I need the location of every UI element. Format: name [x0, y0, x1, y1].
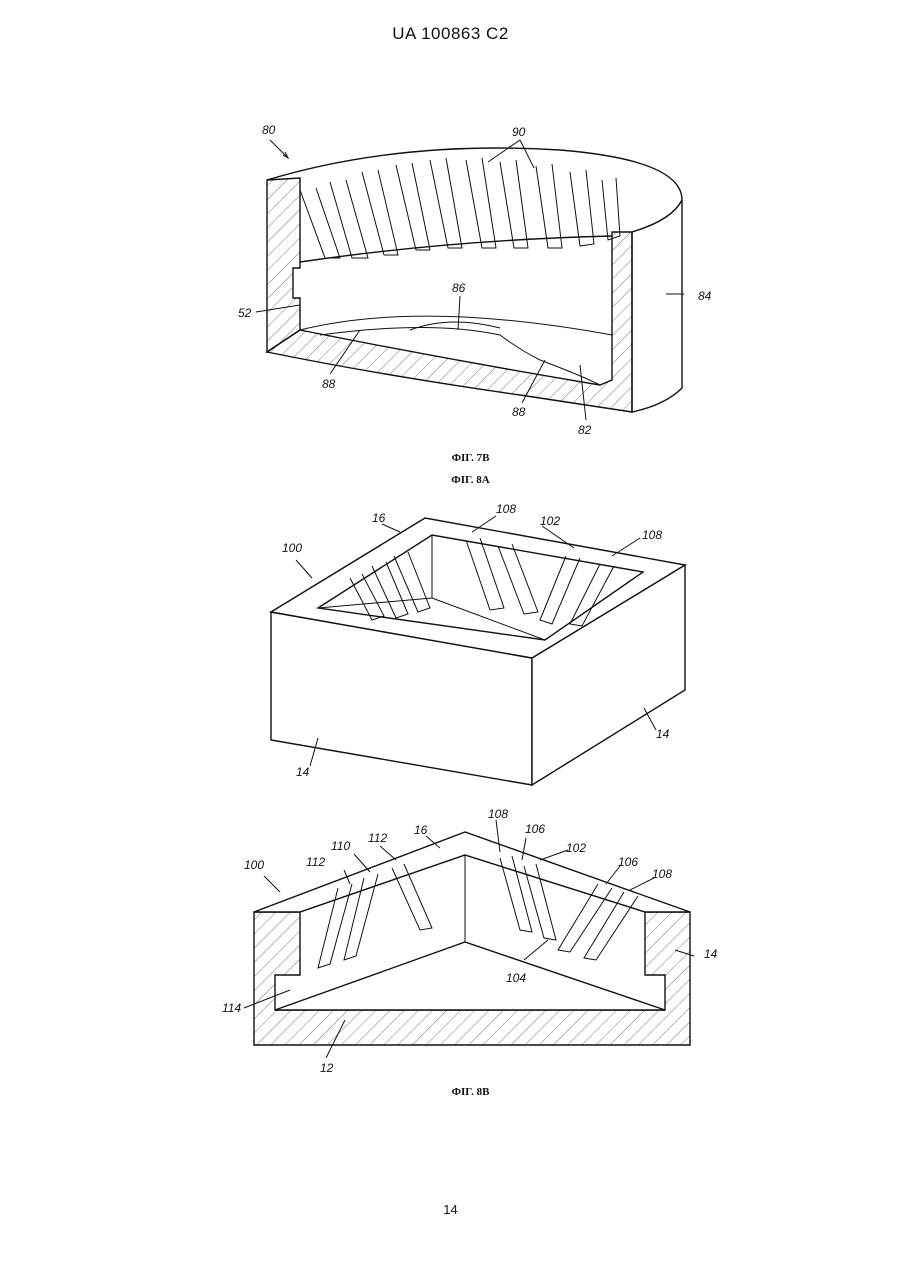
ref-label-108-right: 108 [642, 528, 662, 542]
ref-label-112-top: 112 [368, 831, 387, 845]
ref-label-106-top: 106 [525, 822, 545, 836]
ref-label-84: 84 [698, 289, 712, 303]
figure-7b-drawing: 80 90 52 86 84 88 88 82 [0, 110, 901, 450]
ref-label-14: 14 [704, 947, 718, 961]
figure-caption-8a: ФІГ. 8A [0, 474, 901, 486]
ref-label-102: 102 [540, 514, 560, 528]
ref-label-108-left: 108 [496, 502, 516, 516]
ref-label-100: 100 [282, 541, 302, 555]
page-number: 14 [0, 1202, 901, 1217]
figure-caption-7b: ФІГ. 7B [0, 452, 901, 464]
ref-label-14-left: 14 [296, 765, 310, 779]
ref-label-108-top: 108 [488, 807, 508, 821]
ref-label-102: 102 [566, 841, 586, 855]
figure-8a-drawing: 16 108 102 108 100 14 14 [0, 500, 901, 800]
ref-label-108-right: 108 [652, 867, 672, 881]
figure-caption-8b: ФІГ. 8B [0, 1086, 901, 1098]
document-number-header: UA 100863 C2 [0, 24, 901, 44]
ref-label-86: 86 [452, 281, 466, 295]
ref-label-110: 110 [331, 839, 350, 853]
ref-label-52: 52 [238, 306, 252, 320]
ref-label-90: 90 [512, 125, 526, 139]
ref-label-114: 114 [222, 1001, 241, 1015]
ref-label-106-right: 106 [618, 855, 638, 869]
ref-label-14-right: 14 [656, 727, 670, 741]
ref-label-104: 104 [506, 971, 526, 985]
ref-label-12: 12 [320, 1061, 334, 1075]
ref-label-88-left: 88 [322, 377, 336, 391]
ref-label-112-left: 112 [306, 855, 325, 869]
ref-label-80: 80 [262, 123, 276, 137]
ref-label-88-right: 88 [512, 405, 526, 419]
ref-label-100: 100 [244, 858, 264, 872]
figure-8b-drawing: 108 16 106 112 110 102 100 112 106 108 1… [0, 800, 901, 1080]
ref-label-16: 16 [372, 511, 386, 525]
ref-label-16: 16 [414, 823, 428, 837]
ref-label-82: 82 [578, 423, 592, 437]
